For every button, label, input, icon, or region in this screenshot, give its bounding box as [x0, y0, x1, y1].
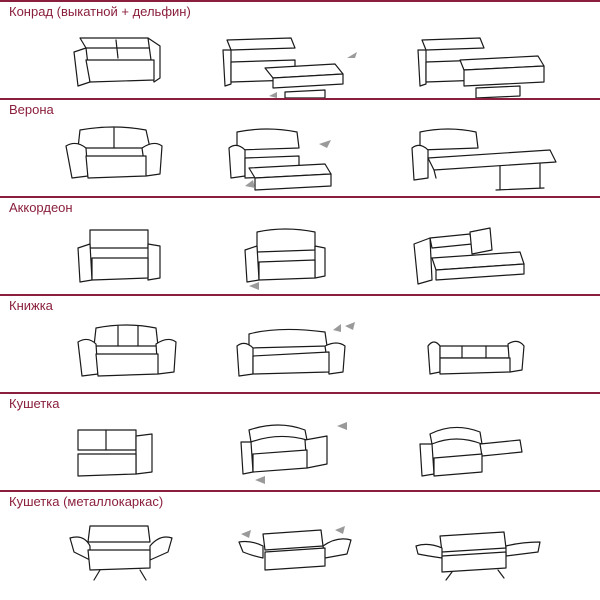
sofa-unfolding-icon	[215, 414, 385, 490]
sofa-closed-icon	[30, 218, 200, 294]
row-title: Верона	[9, 102, 54, 117]
sofa-unfolding-icon	[215, 22, 385, 98]
sofa-closed-icon	[30, 120, 200, 196]
sofa-unfolding-icon	[215, 120, 385, 196]
sofa-unfolding-icon	[215, 316, 385, 392]
row-verona: Верона	[0, 98, 600, 196]
sofa-unfolded-icon	[400, 218, 570, 294]
sofa-unfolded-icon	[400, 512, 570, 588]
sofa-closed-icon	[30, 512, 200, 588]
sofa-unfolded-icon	[400, 120, 570, 196]
sofa-closed-icon	[30, 414, 200, 490]
sofa-closed-icon	[30, 22, 200, 98]
sofa-unfolded-icon	[400, 316, 570, 392]
row-title: Кушетка (металлокаркас)	[9, 494, 164, 509]
sofa-unfolding-icon	[215, 512, 385, 588]
sofa-unfolded-icon	[400, 414, 570, 490]
row-couch: Кушетка	[0, 392, 600, 490]
row-konrad: Конрад (выкатной + дельфин)	[0, 0, 600, 98]
sofa-closed-icon	[30, 316, 200, 392]
row-book: Книжка	[0, 294, 600, 392]
row-title: Книжка	[9, 298, 53, 313]
row-title: Кушетка	[9, 396, 60, 411]
row-title: Конрад (выкатной + дельфин)	[9, 4, 191, 19]
row-title: Аккордеон	[9, 200, 73, 215]
sofa-unfolded-icon	[400, 22, 570, 98]
row-accordion: Аккордеон	[0, 196, 600, 294]
sofa-unfolding-icon	[215, 218, 385, 294]
row-couch-metal-frame: Кушетка (металлокаркас)	[0, 490, 600, 588]
